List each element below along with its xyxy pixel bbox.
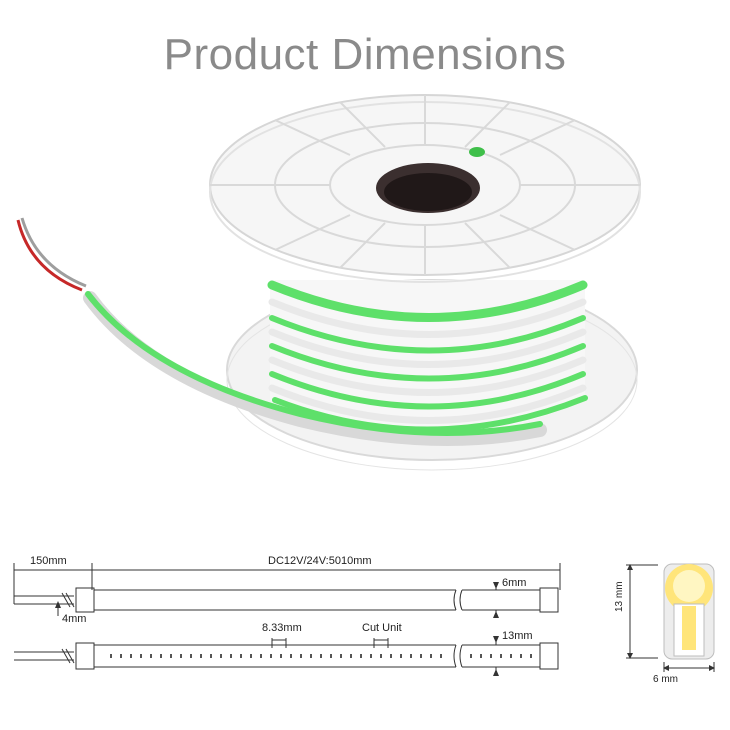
lead-length-label: 150mm [30, 555, 67, 567]
led-strip-reel-icon [0, 80, 730, 510]
cross-section-diagram [612, 550, 722, 690]
cross-width-label: 6 mm [653, 674, 678, 685]
strip-height-label: 13mm [502, 630, 533, 642]
strip-thickness-label: 6mm [502, 577, 527, 589]
cross-height-label: 13 mm [614, 581, 625, 612]
lead-width-label: 4mm [62, 613, 87, 625]
page-title: Product Dimensions [163, 30, 567, 79]
led-pitch-label: 8.33mm [262, 622, 302, 634]
cut-unit-label: Cut Unit [362, 622, 402, 634]
length-spec-label: DC12V/24V:5010mm [268, 555, 372, 567]
